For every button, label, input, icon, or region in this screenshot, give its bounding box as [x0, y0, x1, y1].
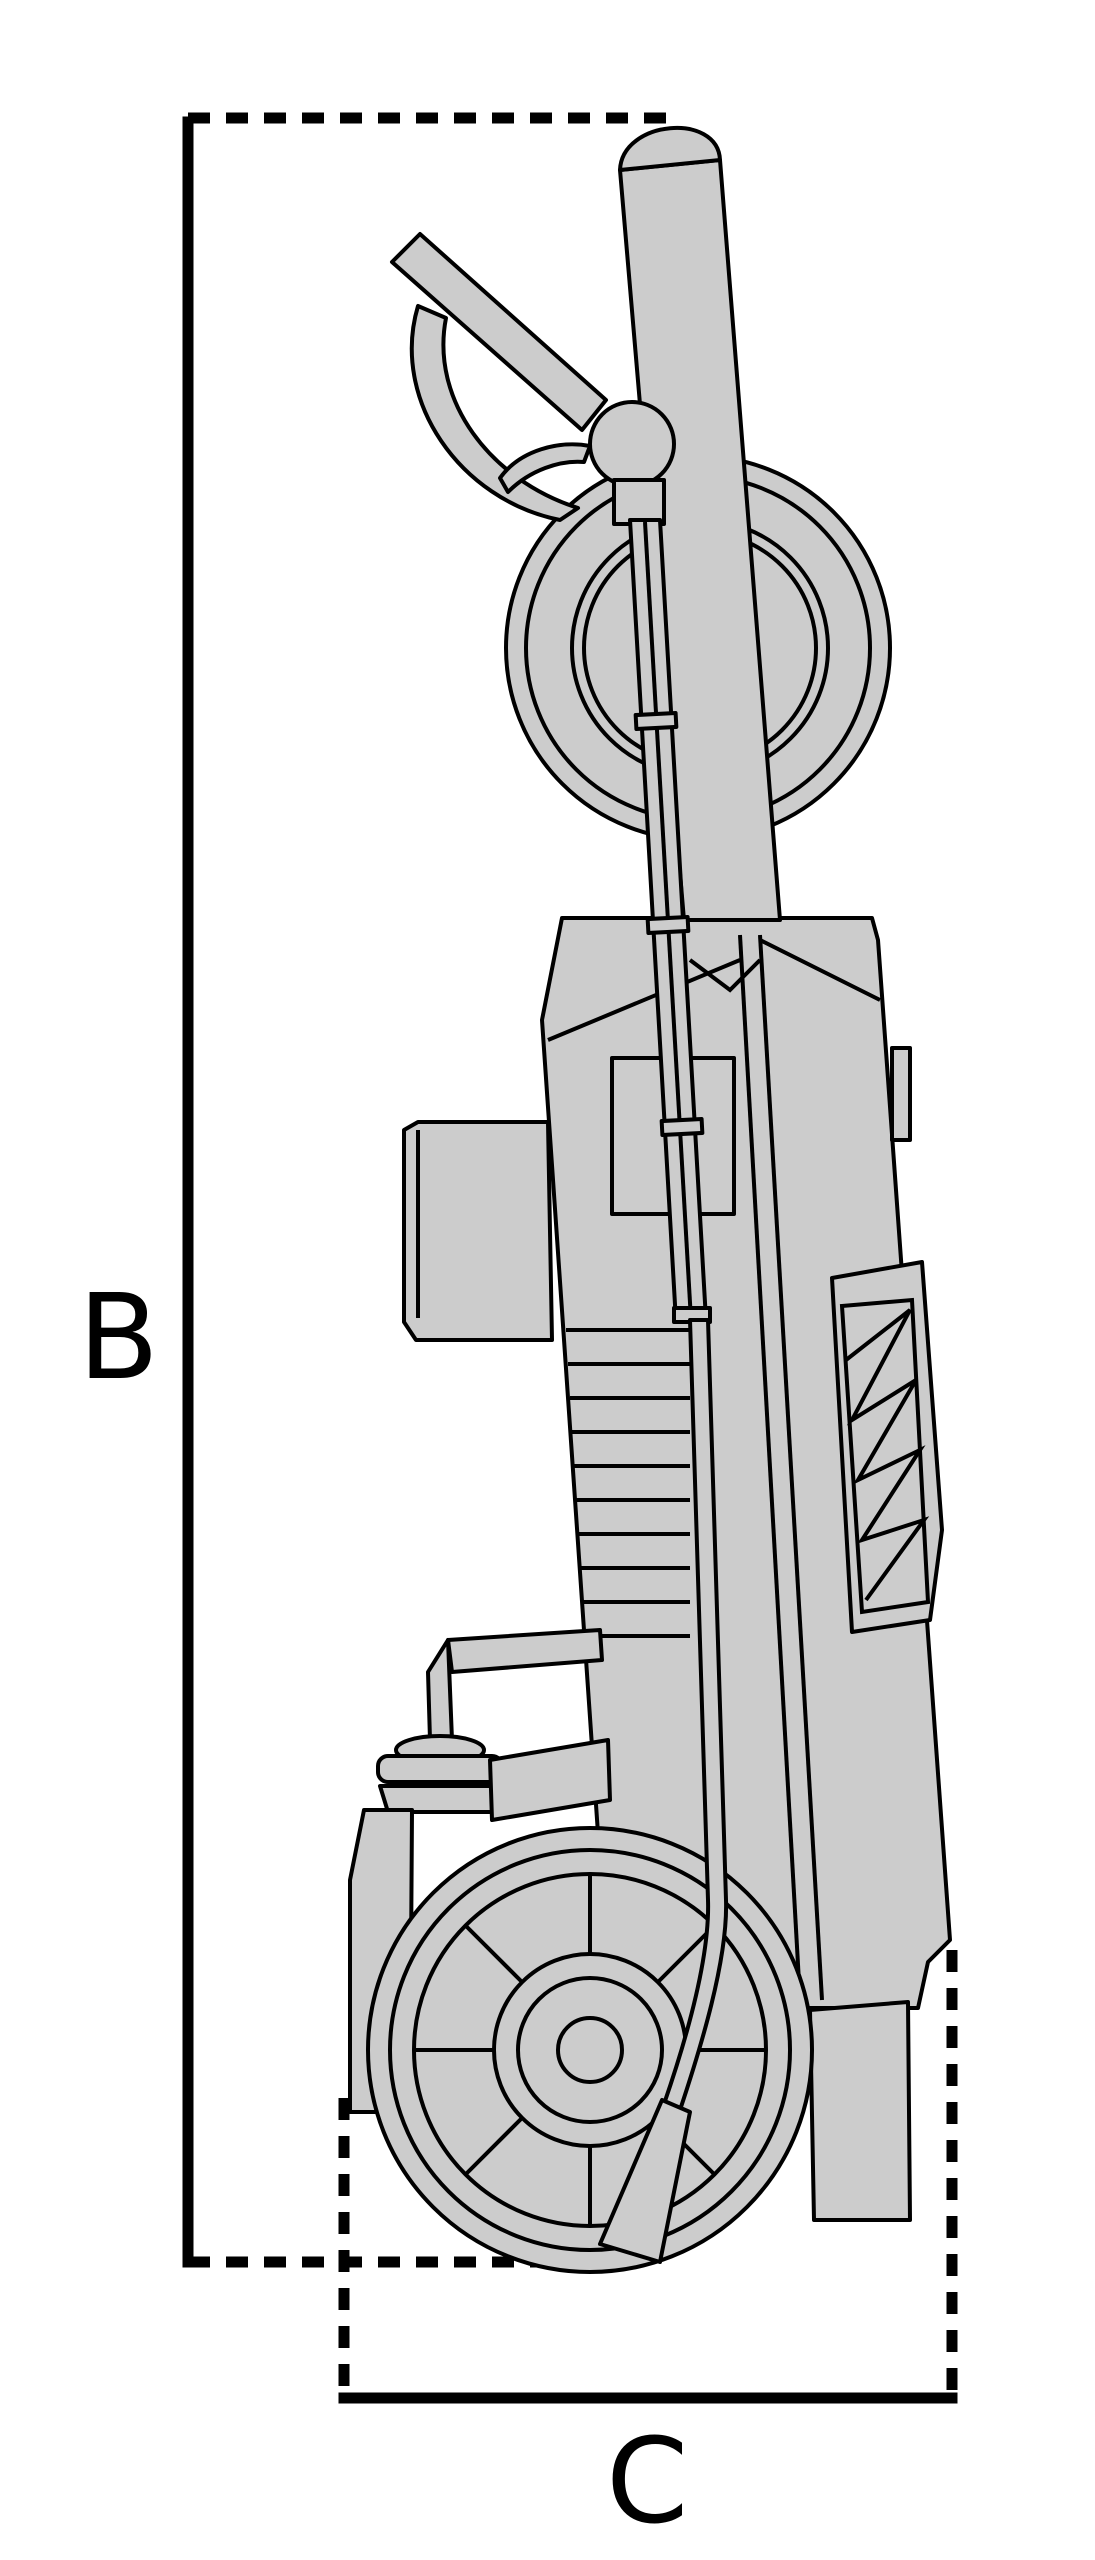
- body-seam-front-inner: [758, 934, 824, 2001]
- tank-box: [402, 1120, 554, 1342]
- body-rear-tab: [890, 1046, 912, 1142]
- lance-clip-3: [659, 1116, 705, 1138]
- bracket-arm: [446, 1628, 604, 1674]
- wheel-spokes: [414, 1874, 766, 2226]
- dimension-b-group: B: [78, 112, 668, 2268]
- gun-connector: [612, 478, 666, 526]
- fitting-collar: [376, 1754, 504, 1784]
- detergent-tank: [402, 1120, 554, 1342]
- bracket-post: [426, 1638, 454, 1742]
- hose: [598, 1318, 729, 2264]
- wheel: [366, 1826, 814, 2274]
- rear-foot: [808, 2000, 912, 2222]
- lance-clip-1: [633, 710, 679, 732]
- body-top-notch: [688, 958, 762, 993]
- gun-trigger-guard: [409, 304, 580, 522]
- dimension-c-label: C: [606, 2412, 688, 2550]
- body-seam-front: [738, 934, 802, 2001]
- rear-foot-block: [808, 2000, 912, 2222]
- vent-inner: [839, 1297, 931, 1615]
- vent-slats: [844, 1308, 930, 1602]
- wheel-axle-cap: [556, 2016, 624, 2084]
- gun-grip: [390, 232, 608, 432]
- dimension-c-group: C: [338, 1950, 958, 2550]
- hose-nozzle: [598, 2098, 692, 2264]
- dimension-b-label: B: [78, 1268, 159, 1406]
- gun-trigger: [498, 442, 592, 494]
- inlet-pipe: [488, 1738, 612, 1822]
- main-body: [540, 916, 952, 2010]
- lance-clip-2: [645, 914, 691, 936]
- handle-cap: [618, 126, 722, 172]
- body-vent: [830, 1260, 944, 1634]
- body-top-bevel-right: [759, 938, 881, 1002]
- spray-gun: [390, 232, 676, 526]
- gun-pivot: [588, 400, 676, 488]
